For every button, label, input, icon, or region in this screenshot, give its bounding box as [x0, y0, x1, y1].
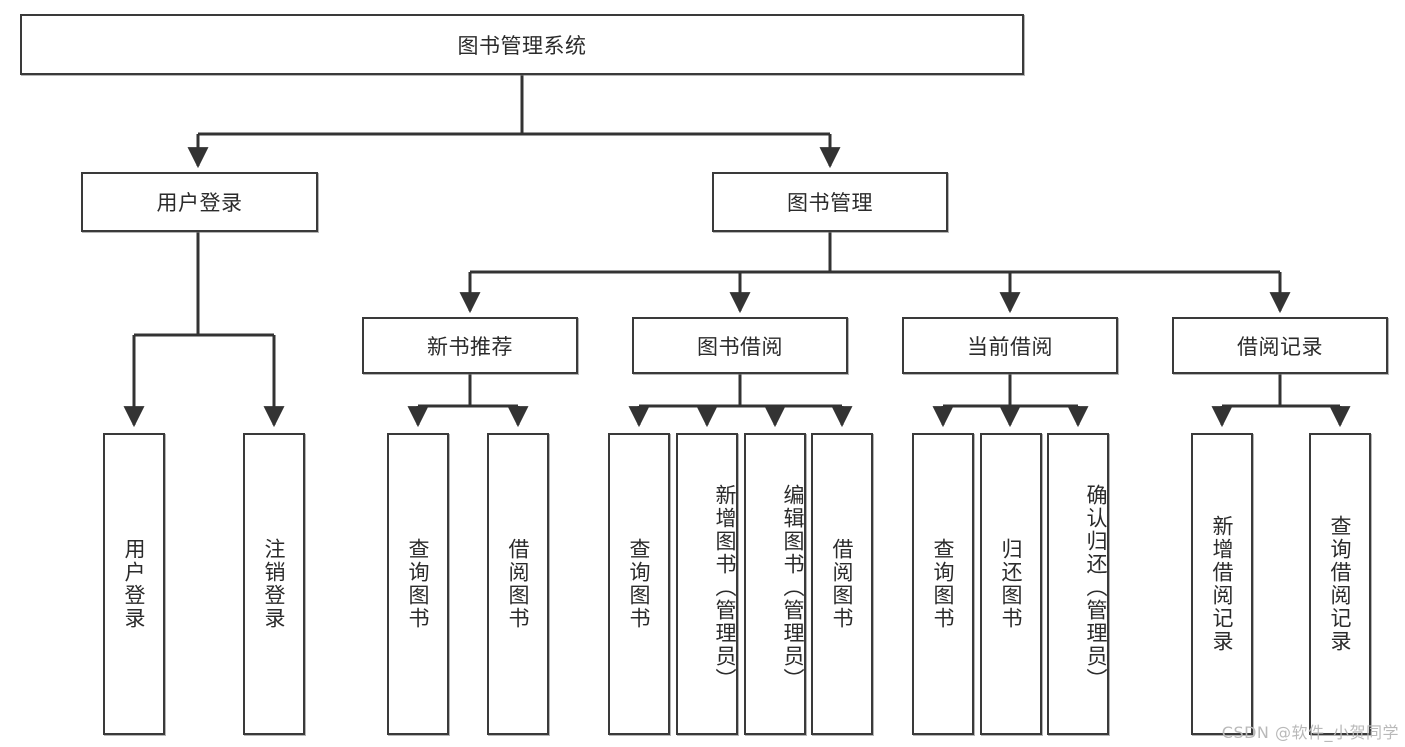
leaf-borrow-record-add-record[interactable]: 新增借阅记录 — [1191, 433, 1253, 735]
node-label: 注销登录 — [262, 538, 287, 630]
leaf-book-borrow-query-book[interactable]: 查询图书 — [608, 433, 670, 735]
leaf-book-borrow-add-book-admin[interactable]: 新增图书（管理员） — [676, 433, 738, 735]
node-label: 用户登录 — [122, 538, 147, 630]
node-label: 借阅图书 — [506, 538, 531, 630]
leaf-user-login-login[interactable]: 用户登录 — [103, 433, 165, 735]
leaf-current-borrow-confirm-return-admin[interactable]: 确认归还（管理员） — [1047, 433, 1109, 735]
node-root-book-management-system[interactable]: 图书管理系统 — [20, 14, 1024, 75]
node-borrow-record[interactable]: 借阅记录 — [1172, 317, 1388, 374]
node-current-borrow[interactable]: 当前借阅 — [902, 317, 1118, 374]
node-book-management[interactable]: 图书管理 — [712, 172, 948, 232]
node-label: 新增图书（管理员） — [713, 483, 737, 691]
node-new-book-recommend[interactable]: 新书推荐 — [362, 317, 578, 374]
leaf-new-book-query-book[interactable]: 查询图书 — [387, 433, 449, 735]
node-label: 图书管理 — [787, 191, 873, 215]
leaf-borrow-record-query-record[interactable]: 查询借阅记录 — [1309, 433, 1371, 735]
node-label: 查询图书 — [931, 538, 956, 630]
node-label: 图书借阅 — [697, 334, 783, 359]
node-label: 编辑图书（管理员） — [781, 483, 805, 691]
node-label: 查询图书 — [627, 538, 652, 630]
node-label: 当前借阅 — [967, 334, 1053, 359]
node-label: 归还图书 — [999, 538, 1024, 630]
leaf-new-book-borrow-book[interactable]: 借阅图书 — [487, 433, 549, 735]
node-user-login[interactable]: 用户登录 — [81, 172, 318, 232]
leaf-current-borrow-query-book[interactable]: 查询图书 — [912, 433, 974, 735]
node-label: 借阅图书 — [830, 538, 855, 630]
node-label: 借阅记录 — [1237, 334, 1323, 359]
leaf-user-login-logout[interactable]: 注销登录 — [243, 433, 305, 735]
node-label: 用户登录 — [156, 191, 243, 215]
node-label: 新书推荐 — [427, 334, 513, 359]
node-label: 新增借阅记录 — [1210, 515, 1235, 653]
leaf-current-borrow-return-book[interactable]: 归还图书 — [980, 433, 1042, 735]
node-label: 查询借阅记录 — [1328, 515, 1353, 653]
node-label: 查询图书 — [406, 538, 431, 630]
leaf-book-borrow-edit-book-admin[interactable]: 编辑图书（管理员） — [744, 433, 806, 735]
leaf-book-borrow-borrow-book[interactable]: 借阅图书 — [811, 433, 873, 735]
node-label: 确认归还（管理员） — [1084, 483, 1108, 691]
node-label: 图书管理系统 — [457, 33, 587, 58]
node-book-borrow[interactable]: 图书借阅 — [632, 317, 848, 374]
